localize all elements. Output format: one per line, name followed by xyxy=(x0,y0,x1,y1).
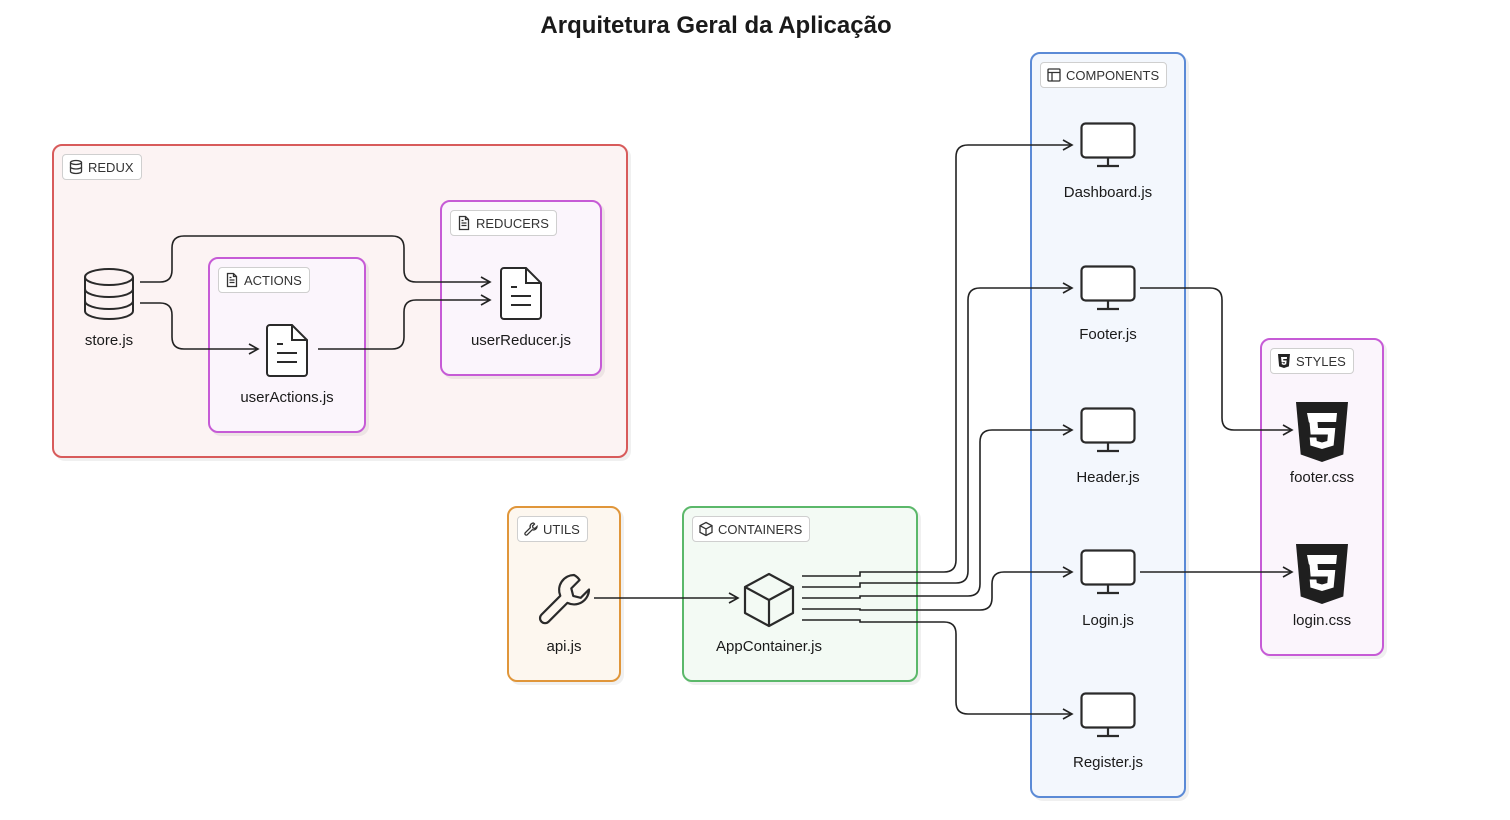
box-icon xyxy=(742,572,796,633)
edge-container-to-footer xyxy=(802,282,1074,588)
group-label-redux: REDUX xyxy=(88,159,134,175)
node-label-userreducer: userReducer.js xyxy=(470,332,572,349)
file-text-icon xyxy=(456,215,472,231)
group-containers: CONTAINERS xyxy=(682,506,918,682)
database-icon xyxy=(84,268,134,325)
group-label-components: COMPONENTS xyxy=(1066,67,1160,83)
css3-icon xyxy=(1276,353,1292,369)
node-label-store: store.js xyxy=(84,332,134,349)
node-label-footer: Footer.js xyxy=(1079,326,1137,343)
group-label-styles: STYLES xyxy=(1296,353,1346,369)
monitor-icon xyxy=(1080,549,1136,600)
monitor-icon xyxy=(1080,265,1136,316)
node-label-appcontainer: AppContainer.js xyxy=(716,638,822,655)
group-label-actions: ACTIONS xyxy=(244,272,302,288)
css3-icon xyxy=(1294,542,1350,611)
node-label-login: Login.js xyxy=(1082,612,1134,629)
group-label-containers: CONTAINERS xyxy=(718,521,803,537)
node-label-logincss: login.css xyxy=(1292,612,1352,629)
group-tag-styles: STYLES xyxy=(1270,348,1354,374)
node-label-api: api.js xyxy=(546,638,582,655)
diagram-title: Arquitetura Geral da Aplicação xyxy=(540,12,892,39)
group-label-utils: UTILS xyxy=(543,521,580,537)
layout-icon xyxy=(1046,67,1062,83)
monitor-icon xyxy=(1080,122,1136,173)
css3-icon xyxy=(1294,400,1350,469)
edge-container-to-header xyxy=(802,424,1074,599)
edge-container-to-register xyxy=(802,619,1074,720)
edge-actions-to-reducer xyxy=(318,294,492,350)
node-label-footercss: footer.css xyxy=(1289,469,1355,486)
file-text-icon xyxy=(224,272,240,288)
group-tag-containers: CONTAINERS xyxy=(692,516,811,542)
wrench-icon xyxy=(538,572,592,631)
edge-store-to-actions xyxy=(140,302,260,355)
edge-container-to-login xyxy=(802,566,1074,611)
group-tag-redux: REDUX xyxy=(62,154,142,180)
file-text-icon xyxy=(498,267,544,326)
node-label-dashboard: Dashboard.js xyxy=(1063,184,1153,201)
group-tag-components: COMPONENTS xyxy=(1040,62,1168,88)
file-text-icon xyxy=(264,324,310,383)
group-tag-reducers: REDUCERS xyxy=(450,210,557,236)
group-label-reducers: REDUCERS xyxy=(476,215,549,231)
monitor-icon xyxy=(1080,407,1136,458)
edge-footer-to-footercss xyxy=(1140,287,1294,436)
node-label-register: Register.js xyxy=(1072,754,1144,771)
wrench-icon xyxy=(523,521,539,537)
node-label-header: Header.js xyxy=(1076,469,1140,486)
edge-store-to-reducer xyxy=(140,235,492,288)
node-label-useractions: userActions.js xyxy=(240,389,334,406)
edge-container-to-dashboard xyxy=(802,139,1074,577)
monitor-icon xyxy=(1080,692,1136,743)
database-icon xyxy=(68,159,84,175)
group-tag-utils: UTILS xyxy=(517,516,588,542)
group-tag-actions: ACTIONS xyxy=(218,267,310,293)
box-icon xyxy=(698,521,714,537)
group-components: COMPONENTS xyxy=(1030,52,1186,798)
